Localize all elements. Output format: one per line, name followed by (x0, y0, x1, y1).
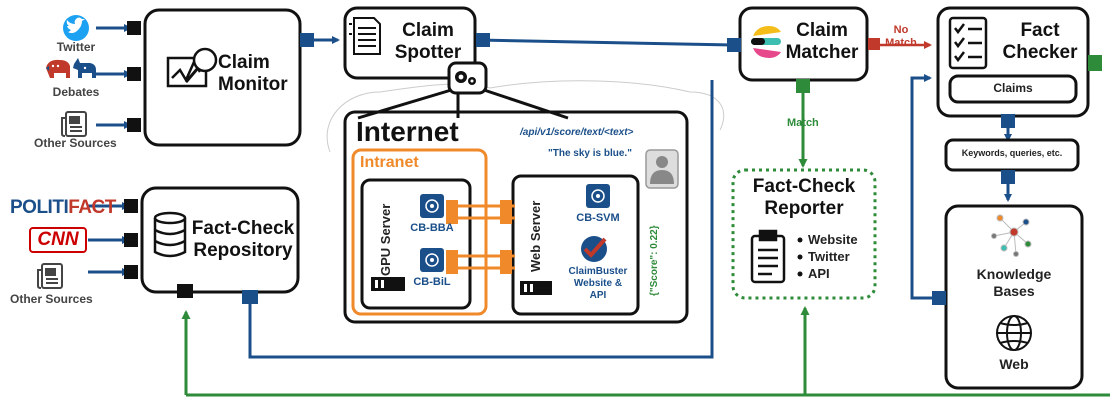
knowledge-graph-icon (991, 214, 1032, 257)
claims-pill[interactable] (948, 74, 1078, 104)
match-label: Match (787, 117, 819, 129)
intranet-title: Intranet (360, 154, 419, 171)
elasticsearch-icon (751, 26, 781, 58)
reporter-bullets (797, 237, 803, 277)
server-rack-icon-gpu (371, 277, 405, 291)
web-server-label: Web Server (528, 200, 543, 272)
gear-icon (447, 61, 488, 95)
internet-bubble (326, 80, 725, 153)
checklist-icon (948, 16, 988, 70)
newspaper-icon (61, 111, 87, 137)
debates-icon (46, 58, 96, 78)
user-icon (645, 149, 679, 189)
web-label: Web (999, 356, 1029, 372)
keywords-label: Keywords, queries, etc. (961, 148, 1063, 158)
twitter-icon (63, 15, 89, 41)
claims-label: Claims (993, 81, 1033, 95)
cb-bil-label: CB-BiL (413, 276, 451, 288)
neural-icon-bil (420, 248, 444, 272)
claim-monitor-box[interactable] (143, 8, 302, 147)
score-text: {"Score": 0.22} (649, 225, 660, 296)
neural-icon-bba (420, 194, 444, 218)
reporter-item-website[interactable]: Website (808, 232, 858, 247)
politifact-logo: POLITIFACT (10, 197, 116, 219)
neural-icon-svm (586, 184, 610, 208)
clipboard-icon (750, 229, 786, 284)
politifact-fact: FACT (68, 197, 116, 218)
gpu-server-label: GPU Server (378, 203, 393, 276)
document-icon (349, 17, 381, 55)
internet-title: Internet (356, 116, 459, 147)
globe-icon (996, 315, 1032, 351)
cnn-label: CNN (37, 229, 79, 250)
cb-bba-label: CB-BBA (410, 222, 454, 234)
database-icon (153, 211, 187, 258)
api-path: /api/v1/score/text/<text> (520, 127, 634, 138)
ports (124, 21, 1102, 305)
debates-label: Debates (52, 85, 100, 99)
monitor-icon (166, 47, 218, 88)
web-server-box (511, 174, 640, 316)
newspaper-icon-2 (37, 263, 63, 289)
claim-spotter-box[interactable] (343, 6, 477, 80)
cnn-logo (29, 227, 87, 253)
reporter-item-twitter[interactable]: Twitter (808, 249, 850, 264)
politifact-politi: POLITI (10, 197, 69, 218)
server-rack-icon-web (520, 281, 552, 295)
query-text: "The sky is blue." (548, 148, 632, 159)
other-sources-label-bottom: Other Sources (10, 292, 93, 306)
claimbuster-logo (581, 236, 607, 262)
cb-svm-label: CB-SVM (576, 212, 620, 224)
reporter-item-api[interactable]: API (808, 266, 830, 281)
other-sources-label-top: Other Sources (34, 136, 117, 150)
twitter-label: Twitter (56, 40, 96, 54)
